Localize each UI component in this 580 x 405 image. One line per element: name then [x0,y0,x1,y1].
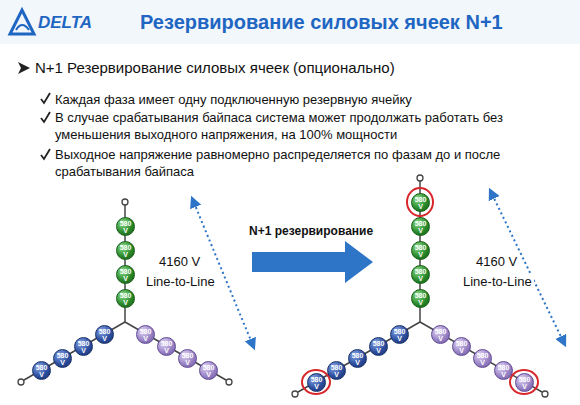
power-cell: 580 V [411,217,430,236]
cell-voltage: 580 V [160,340,173,354]
cell-voltage: 580 V [35,364,48,378]
power-cell: 580 V [157,337,176,356]
redundant-cell-rings [302,188,538,394]
cell-voltage: 580 V [476,352,489,366]
cell-voltage: 580 V [455,340,468,354]
cell-voltage: 580 V [181,352,194,366]
power-cell: 580 V [515,373,534,392]
voltage-label: Line-to-Line [461,274,534,289]
power-cell: 580 V [411,265,430,284]
power-cell: 580 V [53,349,72,368]
power-cell: 580 V [136,325,155,344]
check-item: Выходное напряжение равномерно распредел… [55,146,525,180]
check-marks [41,93,50,159]
cell-voltage: 580 V [414,196,427,210]
power-cell: 580 V [431,325,450,344]
power-cell: 580 V [473,349,492,368]
power-cell: 580 V [327,361,346,380]
power-cell: 580 V [307,373,326,392]
cell-voltage: 580 V [56,352,69,366]
power-cell: 580 V [199,361,218,380]
cell-voltage: 580 V [310,376,323,390]
cell-voltage: 580 V [351,352,364,366]
cell-voltage: 580 V [497,364,510,378]
cell-voltage: 580 V [119,268,132,282]
power-cell: 580 V [411,241,430,260]
cell-voltage: 580 V [414,268,427,282]
power-cell: 580 V [369,337,388,356]
slide-title: Резервирование силовых ячеек N+1 [140,11,503,34]
check-item: В случае срабатывания байпаса система мо… [55,109,525,143]
power-cell: 580 V [452,337,471,356]
logo-text: DELTA [38,13,92,33]
voltage-label: 4160 V [157,254,202,269]
cell-voltage: 580 V [414,244,427,258]
cell-voltage: 580 V [414,292,427,306]
voltage-label: Line-to-Line [144,274,217,289]
power-cell: 580 V [116,217,135,236]
cell-voltage: 580 V [119,292,132,306]
transition-arrow [252,241,373,283]
logo-mark [10,10,34,34]
bullet-heading: N+1 Резервирование силовых ячеек (опцион… [35,59,395,76]
dimension-arrows [192,190,565,348]
power-cell: 580 V [494,361,513,380]
power-cell: 580 V [116,241,135,260]
header-band [0,0,580,44]
cell-voltage: 580 V [119,244,132,258]
cell-voltage: 580 V [518,376,531,390]
power-cell: 580 V [411,193,430,212]
power-cell: 580 V [95,325,114,344]
bullet-arrow [18,62,30,74]
cell-voltage: 580 V [372,340,385,354]
power-cell: 580 V [116,289,135,308]
cell-voltage: 580 V [98,328,111,342]
power-cell: 580 V [74,337,93,356]
cell-voltage: 580 V [202,364,215,378]
cell-voltage: 580 V [139,328,152,342]
power-cell: 580 V [178,349,197,368]
power-cell: 580 V [32,361,51,380]
arrow-label: N+1 резервирование [249,224,373,238]
cell-voltage: 580 V [393,328,406,342]
power-cell: 580 V [348,349,367,368]
check-item: Каждая фаза имеет одну подключенную резе… [55,91,535,108]
power-cell: 580 V [116,265,135,284]
power-cell: 580 V [411,289,430,308]
wires [24,181,542,392]
cell-voltage: 580 V [77,340,90,354]
cell-voltage: 580 V [434,328,447,342]
power-cell: 580 V [390,325,409,344]
terminals [18,175,548,397]
voltage-label: 4160 V [474,254,519,269]
cell-voltage: 580 V [414,220,427,234]
cell-voltage: 580 V [119,220,132,234]
cell-voltage: 580 V [330,364,343,378]
